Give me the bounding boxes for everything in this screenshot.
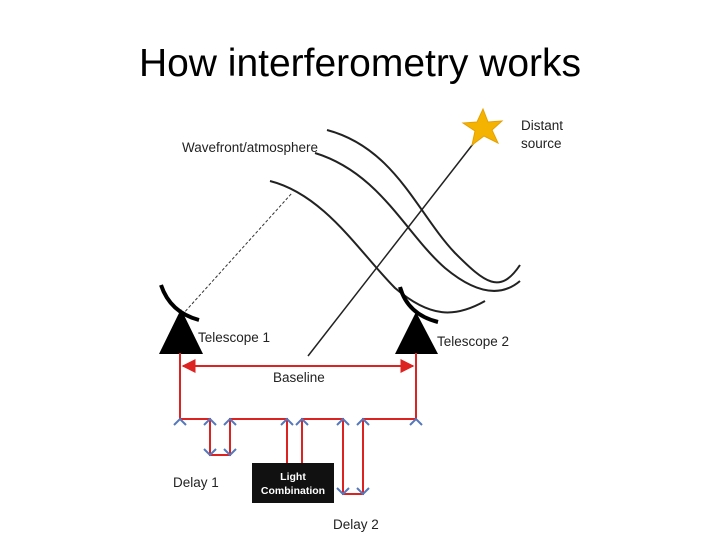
light-combination-label-1: Light [280,471,306,483]
star-icon [461,107,504,147]
light-paths [181,134,481,357]
light-combination-label-2: Combination [261,485,325,497]
mirror-marker [356,487,370,496]
mirror-marker [409,417,423,426]
mirror-marker [336,487,350,496]
beam-left [179,353,288,471]
source-label-2: source [521,136,562,151]
wavefront-label: Wavefront/atmosphere [182,140,318,155]
mirror-marker [356,417,370,426]
mirror-marker [223,417,237,426]
delay-1-label: Delay 1 [173,475,219,490]
mirror-marker [203,417,217,426]
light-ray [307,134,481,357]
mirror-marker [336,417,350,426]
mirror-marker [203,448,217,457]
telescope-1-label: Telescope 1 [198,330,270,345]
mirror-marker [173,417,187,426]
interferometry-diagram: Light Combination Wavefront/atmosphere D… [159,107,563,532]
wavefront-curves [269,129,521,314]
mirror-markers [173,417,423,496]
wavefront-curve-2 [314,152,521,292]
telescope-2-icon [395,286,439,354]
wavefront-curve-1 [326,129,521,284]
delay-2-label: Delay 2 [333,517,379,532]
source-label-1: Distant [521,118,563,133]
baseline-label: Baseline [273,370,325,385]
light-combination-box [252,463,334,503]
beam-paths [179,353,417,495]
mirror-marker [295,417,309,426]
wavefront-curve-3 [269,180,486,314]
mirror-marker [280,417,294,426]
telescope-1-icon [159,284,203,354]
path-delay-line [181,192,293,316]
slide-title: How interferometry works [138,42,582,85]
telescope-2-label: Telescope 2 [437,334,509,349]
mirror-marker [223,448,237,457]
beam-right [301,353,417,495]
